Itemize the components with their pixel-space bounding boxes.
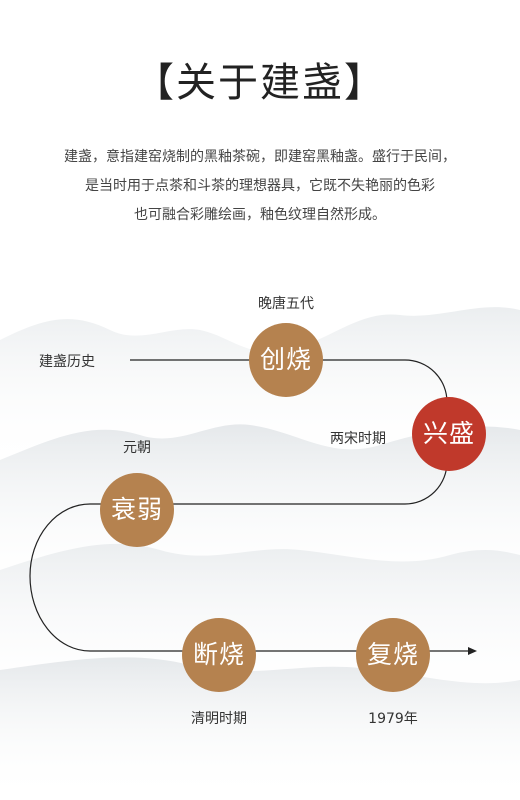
stage-node-5: 复烧 <box>356 618 430 692</box>
intro-line: 是当时用于点茶和斗茶的理想器具，它既不失艳丽的色彩 <box>85 178 435 194</box>
stage-node-4: 断烧 <box>182 618 256 692</box>
stage-node-1: 创烧 <box>249 323 323 397</box>
intro-line: 也可融合彩雕绘画，釉色纹理自然形成。 <box>134 207 386 223</box>
page-title: 【关于建盏】 <box>134 60 386 106</box>
stage-period-4: 清明时期 <box>191 711 247 727</box>
stage-node-2: 兴盛 <box>412 397 486 471</box>
stage-period-5: 1979年 <box>368 711 418 727</box>
stage-period-1: 晚唐五代 <box>258 296 314 312</box>
arrow-head-icon <box>468 647 477 655</box>
stage-node-3: 衰弱 <box>100 473 174 547</box>
stage-period-2: 两宋时期 <box>330 431 386 447</box>
intro-line: 建盏，意指建窑烧制的黑釉茶碗，即建窑黑釉盏。盛行于民间， <box>64 149 456 165</box>
stage-period-3: 元朝 <box>123 440 151 456</box>
timeline-start-label: 建盏历史 <box>39 354 95 370</box>
intro-text: 建盏，意指建窑烧制的黑釉茶碗，即建窑黑釉盏。盛行于民间， 是当时用于点茶和斗茶的… <box>20 143 500 230</box>
